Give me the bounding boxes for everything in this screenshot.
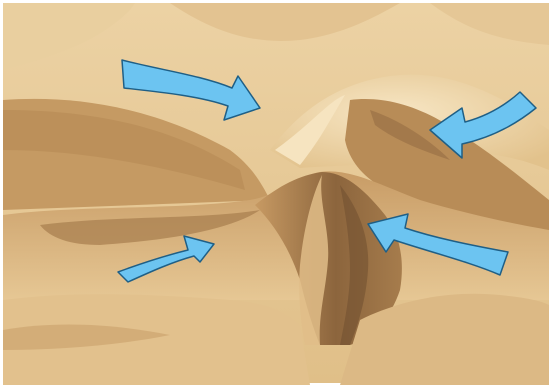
dune-illustration [0, 0, 559, 390]
dune-diagram [0, 0, 559, 390]
